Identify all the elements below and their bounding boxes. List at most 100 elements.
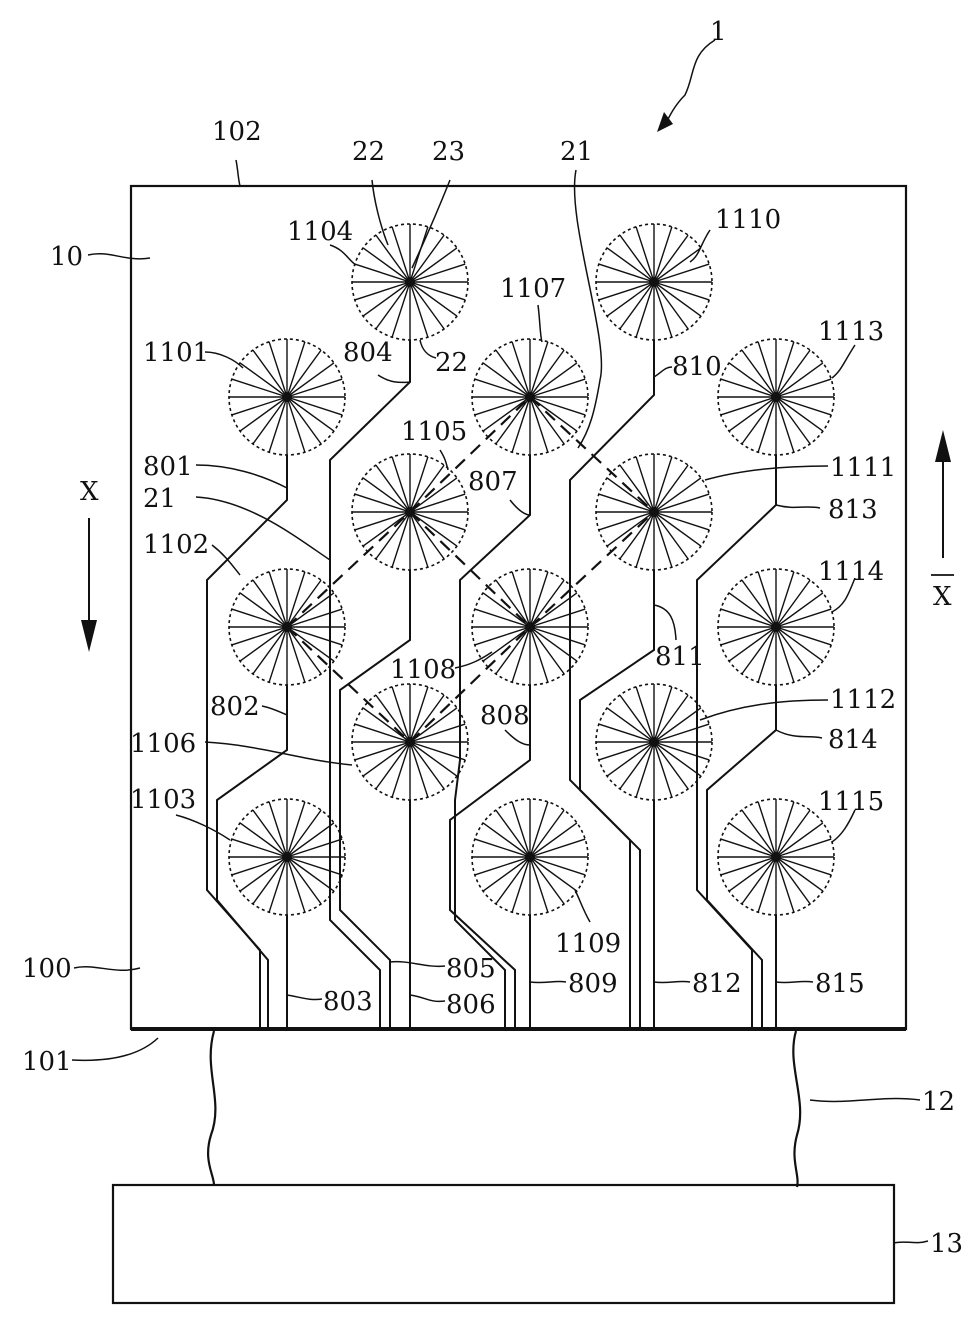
pad-spoke <box>409 511 429 568</box>
label-controller: 13 <box>930 1229 963 1259</box>
pad-spoke <box>362 511 411 547</box>
pad-spoke <box>354 723 411 743</box>
pad-spoke <box>529 822 578 858</box>
pad-spoke <box>409 707 458 743</box>
pad-spoke <box>775 378 832 398</box>
pad-spoke <box>482 592 531 628</box>
pad-spoke <box>409 456 429 513</box>
pad-spoke <box>529 341 549 398</box>
leader-1108 <box>454 651 493 669</box>
pad-spoke <box>268 341 288 398</box>
leader-1114 <box>831 577 856 613</box>
label-trace-807: 807 <box>468 467 518 497</box>
leader-1113 <box>831 344 856 379</box>
pad-spoke <box>529 592 578 628</box>
pad-spoke <box>286 856 343 876</box>
label-pad-1114: 1114 <box>818 557 884 587</box>
leader-12 <box>809 1097 921 1103</box>
pad-spoke <box>474 856 531 876</box>
leader-1101 <box>204 351 244 369</box>
pad-center <box>525 622 535 632</box>
trace-804 <box>329 340 411 1029</box>
pad-spoke <box>375 511 411 560</box>
pad-spoke <box>286 592 335 628</box>
pad-center <box>405 277 415 287</box>
pad-spoke <box>757 571 777 628</box>
pad-spoke <box>653 741 702 777</box>
pad-spoke <box>757 801 777 858</box>
pad-center <box>649 737 659 747</box>
pad-spoke <box>268 571 288 628</box>
pad-spoke <box>362 741 411 777</box>
link-1102-1105 <box>286 511 411 628</box>
pad-spoke <box>619 511 655 560</box>
label-pad-1110: 1110 <box>715 205 781 235</box>
pad-center <box>771 622 781 632</box>
pad-spoke <box>354 511 411 531</box>
pad-1111 <box>595 453 713 571</box>
pad-spoke <box>720 856 777 876</box>
pad-spoke <box>231 626 288 646</box>
pad-spoke <box>529 856 549 913</box>
link-1107-1111 <box>529 396 655 513</box>
pad-spoke <box>409 281 466 301</box>
leader-22-lower <box>419 339 437 359</box>
label-device: 1 <box>710 17 727 47</box>
pad-spoke <box>775 626 824 662</box>
leader-814 <box>775 729 823 739</box>
label-pad-1106: 1106 <box>130 729 196 759</box>
pad-spoke <box>286 626 306 683</box>
pad-spoke <box>495 349 531 398</box>
pad-spoke <box>757 856 777 913</box>
pad-spoke <box>741 809 777 858</box>
pad-spoke <box>286 579 322 628</box>
pad-spoke <box>741 626 777 675</box>
trace-811 <box>579 570 655 1029</box>
pad-spoke <box>606 511 655 547</box>
label-link-left: 21 <box>143 484 176 514</box>
pad-center <box>282 392 292 402</box>
pad-spoke <box>354 493 411 513</box>
leader-22-top <box>371 179 389 246</box>
pad-center <box>649 277 659 287</box>
pad-spoke <box>409 281 429 338</box>
pad-spoke <box>598 281 655 301</box>
pad-spoke <box>391 686 411 743</box>
pad-spoke <box>775 592 824 628</box>
leader-813 <box>775 504 821 509</box>
trace-813 <box>696 455 777 1029</box>
pad-spoke <box>482 856 531 892</box>
pad-spoke <box>362 477 411 513</box>
pad-spoke <box>495 579 531 628</box>
pad-spoke <box>529 608 586 628</box>
pad-spoke <box>720 396 777 416</box>
pad-spoke <box>653 281 673 338</box>
pad-1115 <box>717 798 835 916</box>
pad-spoke <box>598 741 655 761</box>
pad-1112 <box>595 683 713 801</box>
direction-arrows <box>81 430 954 652</box>
pad-spoke <box>286 809 322 858</box>
pad-spoke <box>252 809 288 858</box>
label-trace-806: 806 <box>446 990 496 1020</box>
label-trace-810: 810 <box>672 352 722 382</box>
pad-spoke <box>268 801 288 858</box>
pad-spoke <box>775 626 795 683</box>
pad-spoke <box>653 511 673 568</box>
leader-802 <box>261 705 288 716</box>
pad-1108 <box>471 568 589 686</box>
pad-spoke <box>409 493 466 513</box>
leader-1104 <box>329 244 357 266</box>
label-trace-805: 805 <box>446 954 496 984</box>
pad-spoke <box>409 694 445 743</box>
pad-spoke <box>375 464 411 513</box>
label-trace-814: 814 <box>828 725 878 755</box>
label-pad-1112: 1112 <box>830 685 896 715</box>
pad-spoke <box>653 226 673 283</box>
trace-802 <box>216 685 288 1029</box>
pad-spoke <box>635 226 655 283</box>
pad-spoke <box>239 626 288 662</box>
pad-spoke <box>653 281 689 330</box>
pad-spoke <box>354 281 411 301</box>
pad-spoke <box>635 281 655 338</box>
